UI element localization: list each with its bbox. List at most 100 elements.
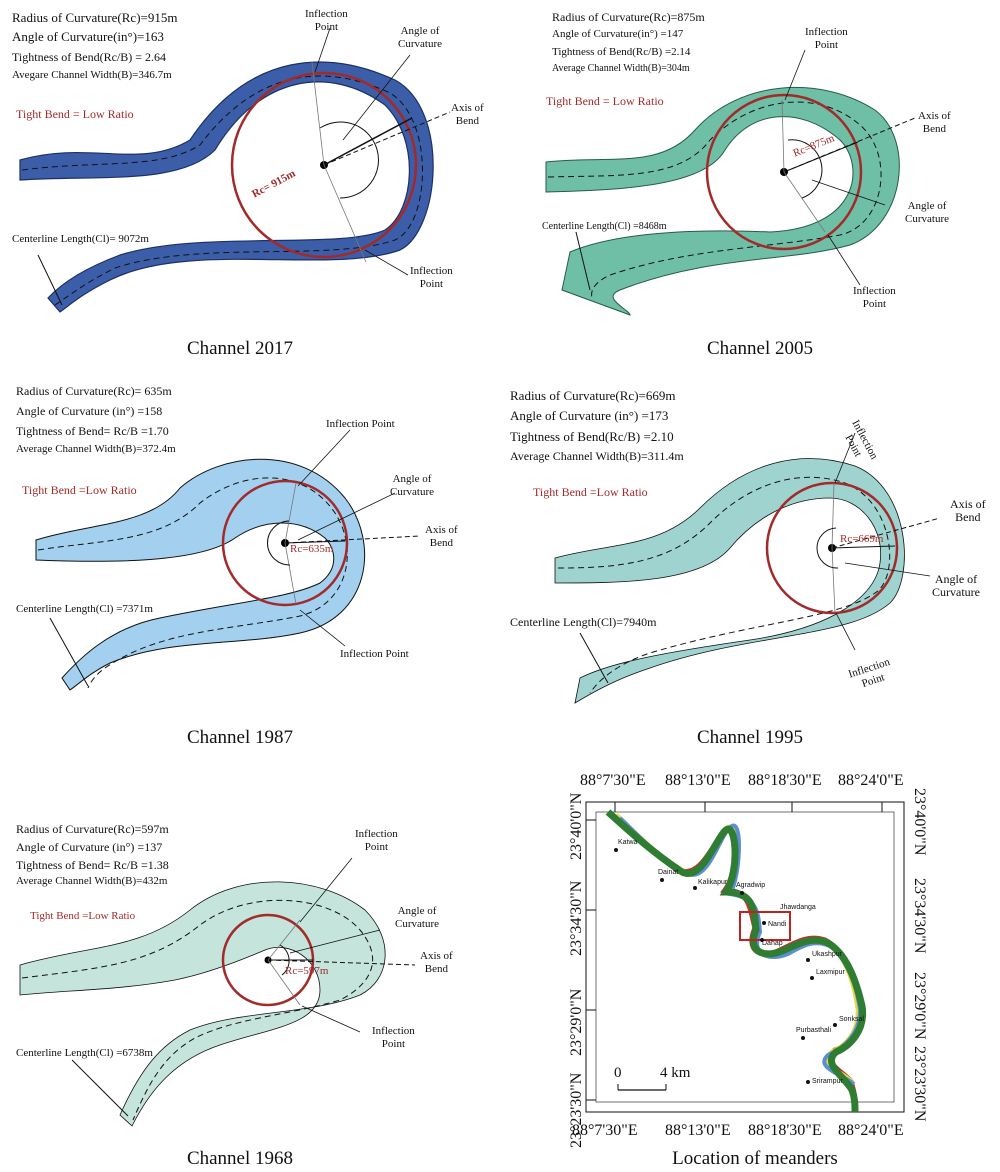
inflection-pointer-top: [314, 27, 331, 73]
river-course-green: [605, 809, 867, 1113]
lon-label-bottom-2: 88°13'0"E: [665, 1122, 731, 1139]
stat-width: Avegare Channel Width(B)=346.7m: [12, 69, 172, 81]
stat-width: Average Channel Width(B)=311.4m: [510, 449, 684, 463]
angle-arc: [267, 520, 291, 566]
town-marker: [806, 958, 810, 962]
caption-channel-2017: Channel 2017: [186, 338, 294, 359]
channel-1995-diagram: [554, 432, 941, 704]
stat-radius: Radius of Curvature(Rc)=875m: [552, 10, 705, 24]
town-marker: [762, 921, 766, 925]
curvature-circle: [230, 71, 418, 259]
stat-angle: Angle of Curvature (in°) =173: [510, 408, 669, 423]
inflection-line-top: [831, 482, 835, 549]
caption-channel-1995: Channel 1995: [696, 727, 804, 748]
centerline-pointer: [49, 617, 89, 687]
centerline: [21, 899, 374, 1121]
label-centerline: Centerline Length(Cl) =7371m: [16, 603, 153, 615]
label-inflection-top: Inflection Point: [805, 26, 848, 51]
lon-label-bottom-3: 88°18'30"E: [748, 1122, 822, 1139]
town-ukashpur: Ukashpur: [812, 951, 842, 958]
town-marker: [660, 878, 664, 882]
town-katwa: Katwa: [618, 839, 638, 846]
panel-channel-2017: Radius of Curvature(Rc)=915m Angle of Cu…: [0, 0, 484, 370]
stat-radius: Radius of Curvature(Rc)= 635m: [16, 384, 172, 398]
lat-label-left-2: 23°34'30"N: [568, 880, 585, 956]
stat-tightness: Tightness of Bend(Rc/B) =2.14: [552, 46, 691, 58]
stat-width: Average Channel Width(B)=372.4m: [16, 443, 176, 455]
panel-channel-1995: Radius of Curvature(Rc)=669m Angle of Cu…: [500, 378, 1000, 756]
town-dainat: Dainat: [658, 869, 679, 876]
axis-line: [284, 535, 421, 544]
label-inflection-bottom: Inflection Point: [410, 265, 453, 290]
label-centerline: Centerline Length(Cl)=7940m: [510, 615, 657, 629]
centerline-pointer: [575, 231, 591, 291]
lat-label-left-3: 23°29'0"N: [568, 988, 585, 1056]
angle-arc: [279, 944, 290, 976]
label-inflection-top: Inflection Point: [305, 8, 348, 33]
curvature-circle: [221, 479, 349, 607]
town-marker: [760, 938, 764, 942]
label-axis: Axis of Bend: [451, 102, 484, 127]
scale-label-4km: 4 km: [660, 1065, 691, 1081]
town-srirampur: Srirampur: [812, 1078, 843, 1085]
axis-line: [267, 959, 416, 966]
label-centerline: Centerline Length(Cl) =6738m: [16, 1047, 153, 1059]
tight-bend-note: Tight Bend = Low Ratio: [546, 94, 664, 108]
inflection-pointer-bottom: [301, 1005, 361, 1033]
lat-label-right-4: 23°23'30"N: [911, 1046, 928, 1122]
scale-label-zero: 0: [614, 1065, 622, 1081]
inflection-line-top: [311, 61, 325, 166]
channel-shape: [19, 881, 386, 1127]
tight-bend-note: Tight Bend =Low Ratio: [533, 485, 648, 499]
channel-2017-diagram: [19, 27, 451, 313]
label-angle: Angle of Curvature: [932, 572, 980, 599]
town-marker: [693, 886, 697, 890]
lat-label-left-1: 23°40'0"N: [568, 792, 585, 860]
town-marker: [614, 848, 618, 852]
inflection-line-top: [267, 919, 301, 961]
radius-line: [831, 545, 896, 549]
inflection-line-bottom: [783, 171, 826, 233]
angle-arc: [787, 139, 823, 199]
caption-channel-1968: Channel 1968: [186, 1148, 294, 1169]
lon-label-top-2: 88°13'0"E: [665, 772, 731, 789]
label-axis: Axis of Bend: [950, 497, 986, 524]
town-marker: [833, 1023, 837, 1027]
label-inflection-top: Inflection Point: [355, 828, 398, 853]
channel-shape: [554, 458, 905, 704]
town-agradwip: Agradwip: [736, 882, 766, 889]
rc-label: Rc=597m: [285, 965, 329, 977]
angle-pointer: [811, 179, 886, 206]
label-centerline: Centerline Length(Cl) =8468m: [542, 221, 667, 232]
stat-angle: Angle of Curvature(in°) =147: [552, 28, 684, 40]
centerline-pointer: [579, 632, 609, 684]
town-nandi: Nandi: [768, 921, 787, 928]
stat-radius: Radius of Curvature(Rc)=669m: [510, 388, 676, 403]
label-angle: Angle of Curvature: [390, 473, 434, 498]
lat-label-left-4: 23°23'30"N: [568, 1072, 585, 1148]
stat-width: Average Channel Width(B)=432m: [16, 875, 168, 887]
town-laxmipur: Laxmipur: [816, 969, 845, 976]
town-marker: [810, 976, 814, 980]
map-inner-frame: [595, 811, 895, 1103]
channel-shape: [545, 87, 900, 316]
inflection-line-bottom: [831, 547, 836, 614]
study-area-box: [739, 911, 791, 941]
location-map: [585, 801, 905, 1113]
location-map-panel: 88°7'30"E 88°13'0"E 88°18'30"E 88°24'0"E…: [550, 760, 1000, 1172]
tight-bend-note: Tight Bend = Low Ratio: [16, 107, 134, 121]
inflection-line-top: [284, 482, 297, 544]
lat-label-right-1: 23°40'0"N: [911, 788, 928, 856]
inflection-line-bottom: [323, 164, 367, 263]
angle-arc: [319, 121, 379, 199]
inflection-pointer-bottom: [835, 612, 856, 651]
angle-pointer: [297, 492, 396, 541]
stat-angle: Angle of Curvature (in°) =137: [16, 840, 163, 854]
centerline-pointer: [37, 254, 63, 306]
panel-channel-2005: Radius of Curvature(Rc)=875m Angle of Cu…: [520, 0, 1000, 370]
stat-radius: Radius of Curvature(Rc)=597m: [16, 822, 169, 836]
inflection-pointer-bottom: [364, 249, 409, 276]
caption-channel-1987: Channel 1987: [186, 727, 294, 748]
rc-label: Rc=669m: [840, 533, 884, 545]
radius-line: [323, 117, 413, 166]
